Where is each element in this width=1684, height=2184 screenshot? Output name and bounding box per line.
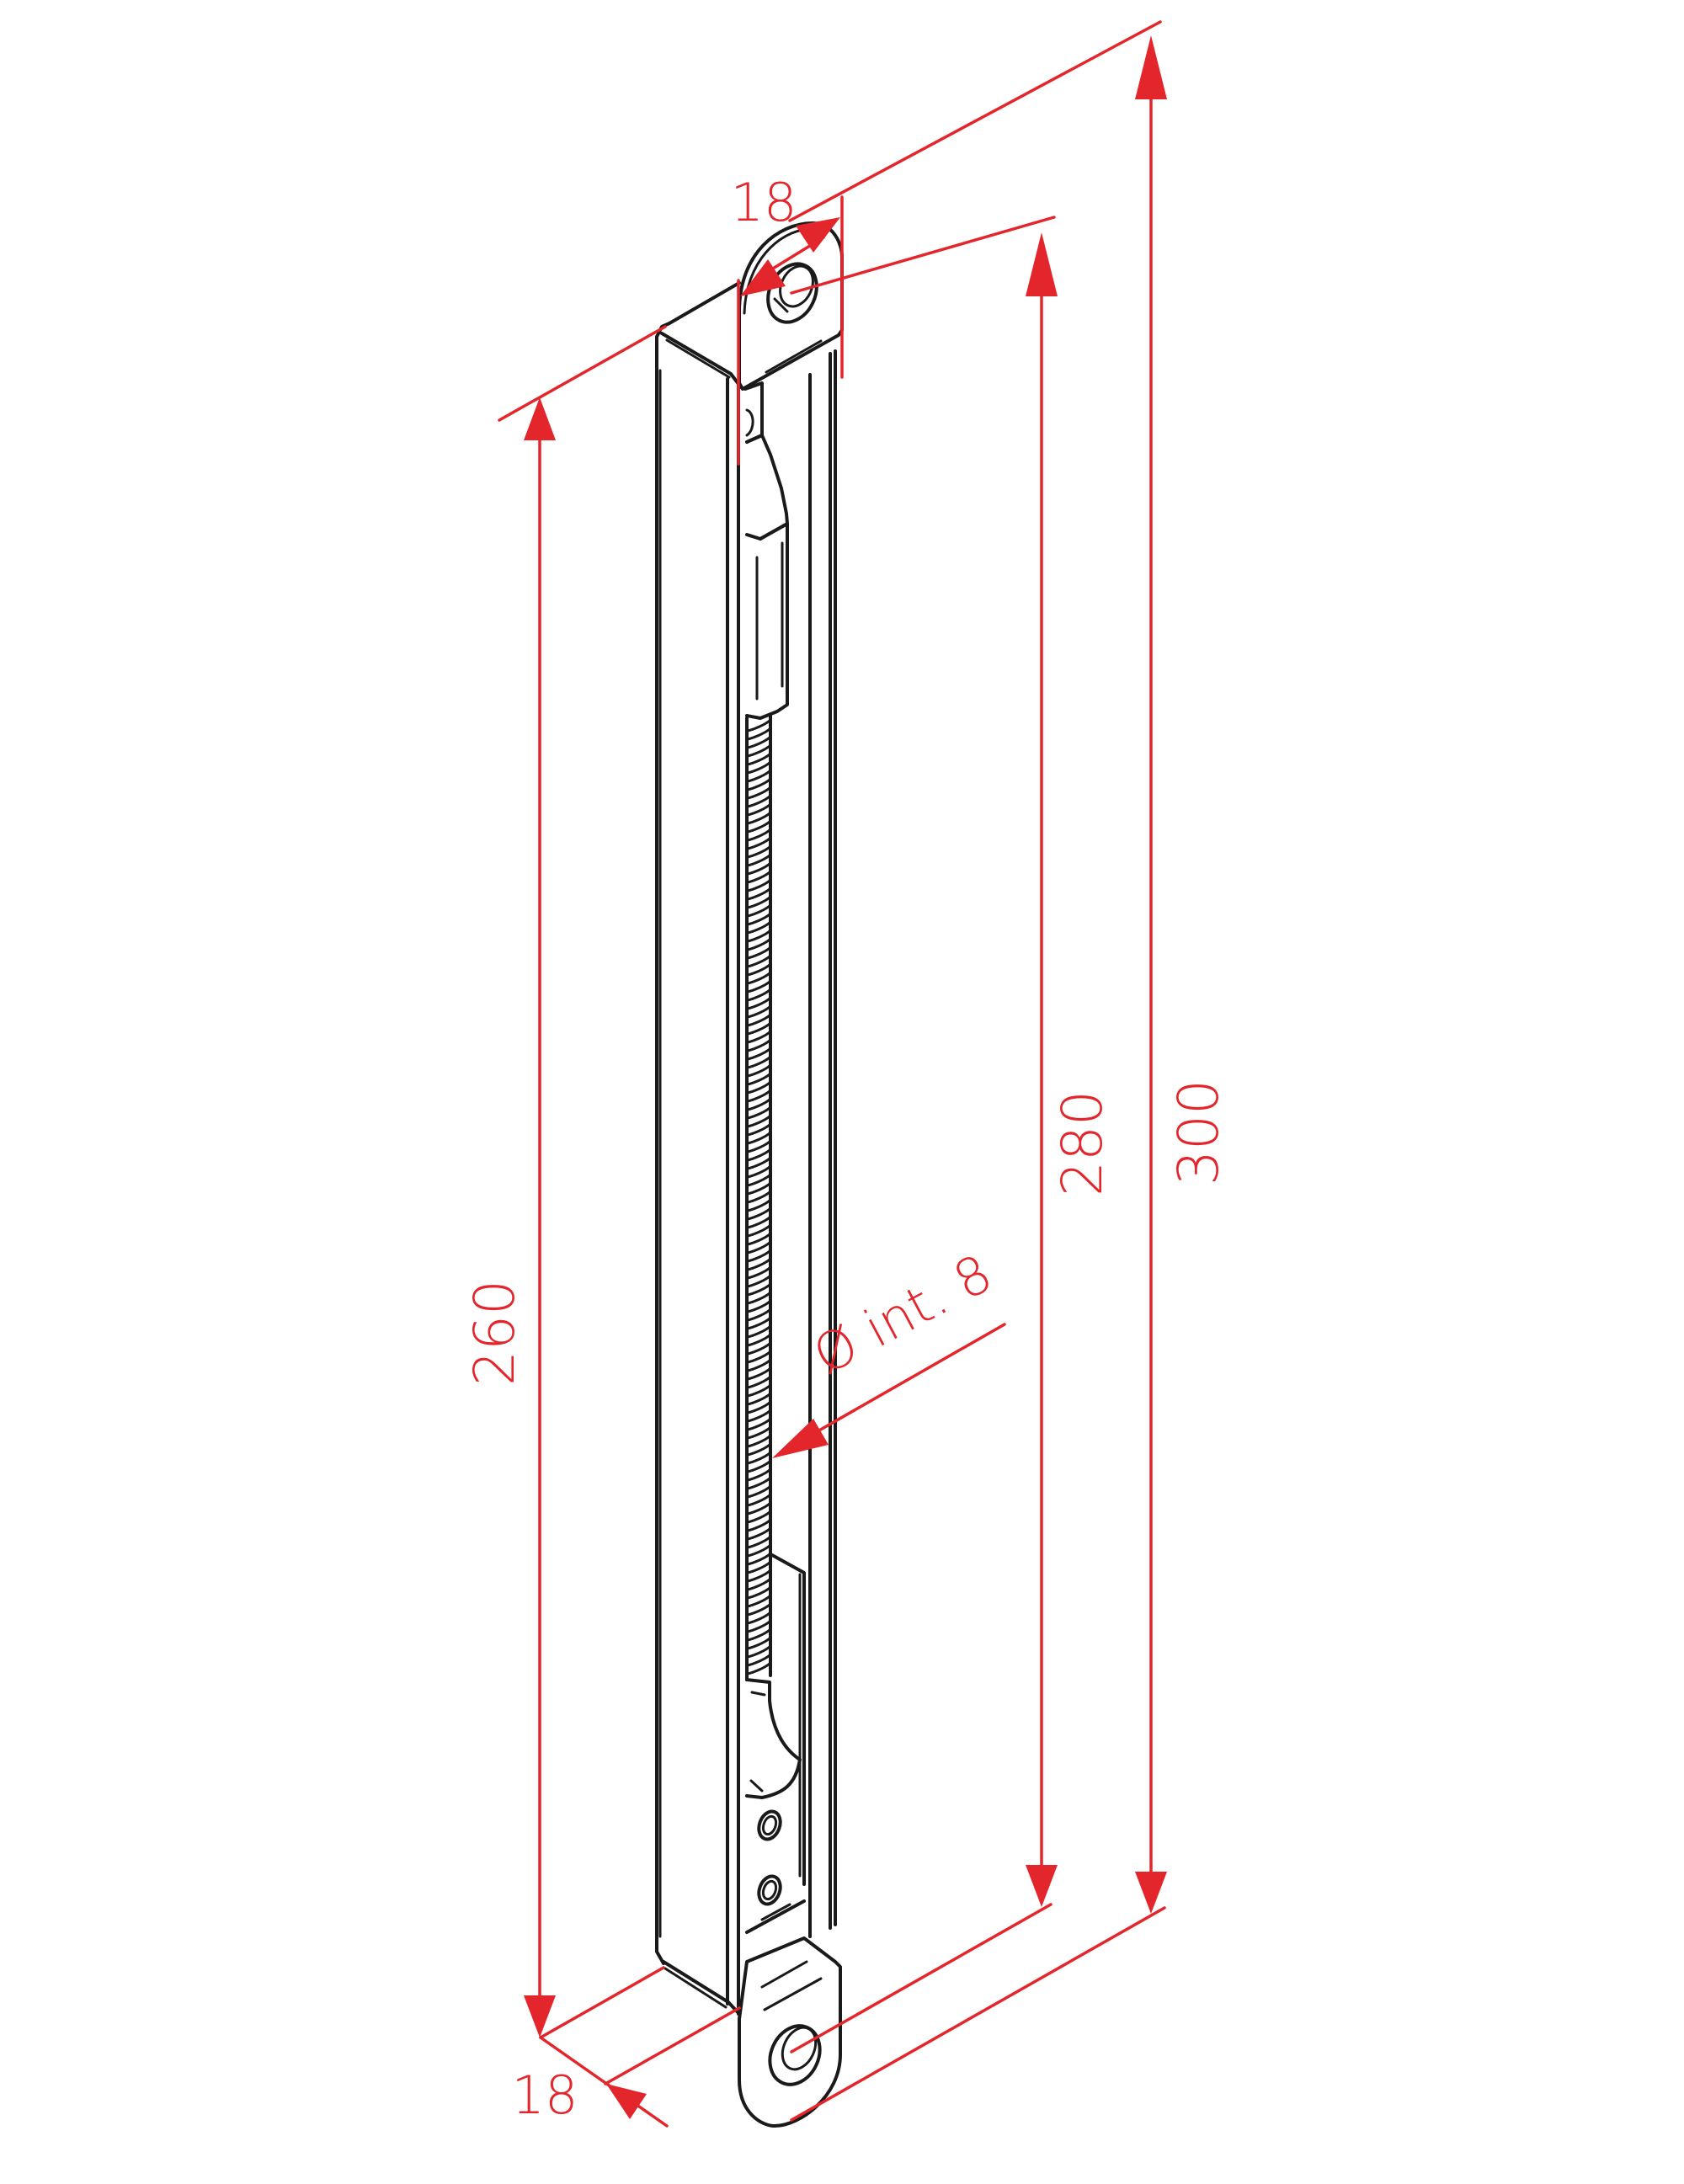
- arrow-down-icon: [1026, 1865, 1058, 1907]
- dimension-label-260: 260: [462, 1280, 527, 1386]
- arrow-up-icon: [1026, 232, 1058, 296]
- arrow-up-icon: [524, 397, 556, 440]
- arrow-pointer-icon: [772, 1419, 829, 1458]
- dimension-width-top-18: 18: [731, 172, 844, 466]
- profile-body: [655, 281, 837, 2016]
- arrow-right-icon: [796, 217, 840, 253]
- top-mounting-plate: [738, 221, 844, 391]
- arrow-up-icon: [1135, 35, 1167, 99]
- dimension-label-300: 300: [1166, 1079, 1231, 1185]
- dimension-label-18-bottom: 18: [512, 2064, 578, 2126]
- dimension-spring-diameter: Ø int. 8: [772, 1242, 1006, 1458]
- dimension-overall-300: 300: [788, 20, 1231, 2122]
- dimension-width-bottom-18: 18: [512, 2006, 741, 2128]
- spring: [745, 714, 772, 1681]
- arrow-down-icon: [524, 1995, 556, 2038]
- dimension-label-280: 280: [1050, 1090, 1115, 1196]
- dimension-body-260: 260: [462, 325, 667, 2039]
- dimension-holes-280: 280: [790, 216, 1115, 2053]
- dimension-label-18-top: 18: [731, 172, 797, 233]
- arrow-right-icon: [606, 2084, 647, 2119]
- spring-coils: [746, 719, 771, 1675]
- dimension-label-spring-diameter: Ø int. 8: [803, 1242, 1002, 1387]
- bottom-mounting-plate: [738, 1936, 842, 2128]
- arrow-left-icon: [740, 259, 786, 296]
- upper-slider: [743, 381, 789, 720]
- lower-slider: [745, 1553, 806, 1934]
- arrow-down-icon: [1135, 1872, 1167, 1914]
